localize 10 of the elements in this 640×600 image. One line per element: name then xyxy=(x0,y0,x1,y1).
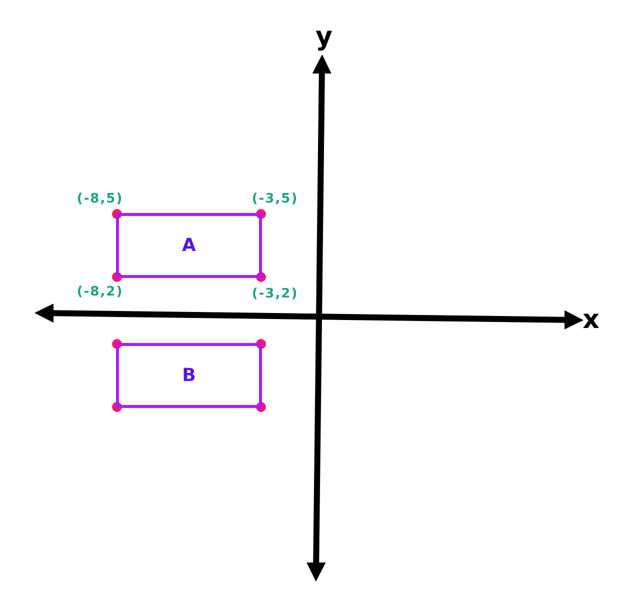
shape-label: B xyxy=(182,365,196,386)
rectangle xyxy=(116,213,262,278)
coordinate-label: (-8,2) xyxy=(76,284,124,300)
shape-label: A xyxy=(182,235,196,256)
coordinate-label: (-3,2) xyxy=(252,286,298,302)
axis-label: y xyxy=(316,22,332,52)
rectangle xyxy=(116,343,262,408)
coordinate-label: (-3,5) xyxy=(252,192,298,206)
coordinate-label: (-8,5) xyxy=(76,192,124,206)
axis-label: x xyxy=(582,305,600,335)
